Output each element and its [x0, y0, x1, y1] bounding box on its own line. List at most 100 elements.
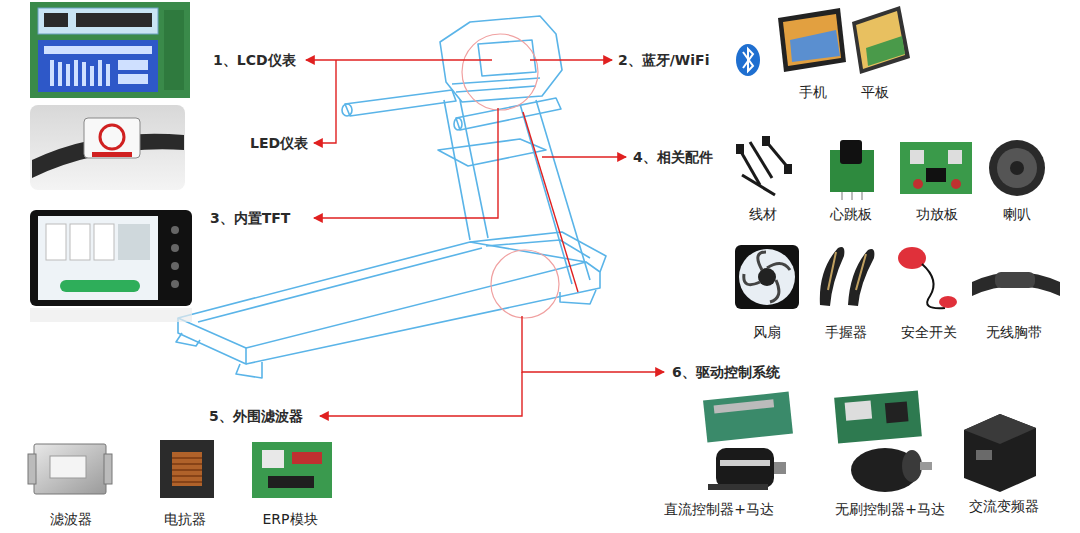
lcd-board-photo: [76, 13, 152, 27]
brushless-motor-image: [902, 450, 922, 482]
leader-line: [314, 60, 336, 143]
reactor-image: [172, 452, 202, 486]
part-caption: 线材: [749, 206, 777, 223]
reactor-image: [160, 440, 214, 498]
part-caption: 滤波器: [50, 511, 92, 528]
ac-inverter-image: [964, 414, 1036, 492]
tablet-image: [852, 6, 910, 74]
lcd-board-photo: [106, 64, 110, 86]
treadmill-drawing: [236, 362, 262, 378]
tft-screen-photo: [171, 244, 179, 252]
dc-motor-image: [716, 448, 774, 488]
part-caption: 风扇: [753, 324, 781, 341]
bluetooth-icon: [736, 44, 760, 76]
tft-screen-photo: [171, 262, 179, 270]
part-caption: 交流变频器: [969, 498, 1039, 515]
treadmill-drawing: [444, 100, 488, 240]
led-console-photo: [30, 105, 185, 190]
dc-controller-image: [703, 392, 793, 443]
dc-motor-image: [774, 462, 786, 474]
treadmill-drawing: [176, 333, 200, 346]
treadmill-drawing: [345, 90, 456, 116]
emi-filter-image: [50, 456, 86, 478]
ac-inverter-image: [976, 450, 992, 460]
callout-label: 5、外围滤波器: [209, 408, 303, 425]
emi-filter-image: [104, 454, 112, 484]
led-console-photo: [100, 125, 124, 149]
dc-motor-image: [720, 460, 770, 466]
part-caption: 功放板: [916, 206, 958, 223]
part-caption: 安全开关: [901, 324, 957, 341]
tft-screen-photo: [30, 210, 192, 306]
lcd-board-photo: [164, 10, 184, 90]
amplifier-board-image: [900, 142, 972, 194]
lcd-board-photo: [90, 66, 94, 86]
part-caption: 喇叭: [1003, 206, 1031, 223]
lcd-board-photo: [118, 74, 148, 84]
treadmill-drawing: [438, 139, 546, 166]
lcd-board-photo: [30, 2, 190, 98]
callout-label: 3、内置TFT: [210, 210, 290, 227]
heart-rate-board-image: [851, 192, 853, 200]
lcd-board-photo: [98, 60, 102, 86]
highlight-circle: [462, 34, 559, 318]
callout-label: 1、LCD仪表: [213, 52, 296, 69]
callout-label: 6、驱动控制系统: [672, 364, 780, 381]
phone-image: [783, 14, 841, 66]
heart-rate-board-image: [841, 192, 843, 200]
amplifier-board-image: [900, 142, 972, 194]
treadmill-drawing: [178, 318, 246, 364]
lcd-board-photo: [38, 40, 158, 92]
treadmill-drawing: [486, 240, 590, 258]
led-console-photo: [30, 105, 185, 190]
part-caption: 电抗器: [164, 511, 206, 528]
brushless-motor-image: [920, 462, 932, 470]
lcd-board-photo: [66, 64, 70, 86]
chest-strap-image: [972, 272, 1060, 296]
cable-image: [736, 136, 792, 174]
lcd-board-photo: [38, 8, 158, 34]
highlight-circle: [491, 250, 559, 318]
leader-line: [306, 59, 492, 60]
speaker-image: [997, 148, 1037, 188]
lcd-board-photo: [58, 62, 62, 86]
treadmill-drawing: [178, 242, 586, 348]
tft-screen-photo: [30, 308, 192, 322]
led-console-photo: [92, 152, 132, 157]
amplifier-board-image: [910, 150, 924, 164]
part-caption: 无线胸带: [986, 324, 1042, 341]
hand-grip-image: [820, 247, 875, 306]
cable-image: [742, 175, 775, 195]
hand-grip-image: [848, 249, 874, 306]
dc-motor-image: [708, 484, 768, 490]
fan-image: [735, 245, 799, 309]
reactor-image: [172, 458, 202, 482]
phone-image: [778, 8, 846, 72]
phone-image: [778, 8, 846, 72]
heart-rate-board-image: [861, 192, 863, 200]
speaker-image: [1010, 161, 1024, 175]
safety-key-image: [898, 247, 926, 269]
treadmill-drawing: [198, 248, 482, 322]
treadmill-drawing: [560, 290, 596, 304]
brushless-controller-image: [885, 401, 909, 423]
amplifier-board-image: [951, 179, 961, 189]
brushless-controller-image: [834, 390, 922, 443]
bluetooth-icon: [736, 44, 760, 76]
reactor-image: [160, 440, 214, 498]
brushless-motor-image: [851, 448, 932, 492]
tablet-image: [866, 36, 905, 66]
lcd-board-photo: [44, 46, 152, 54]
leader-line: [523, 112, 578, 292]
lcd-board-photo: [30, 2, 190, 98]
leader-line: [306, 60, 664, 416]
hand-grip-image: [820, 247, 845, 306]
erp-module-image: [268, 476, 314, 488]
treadmill-drawing: [176, 16, 606, 378]
part-caption: 心跳板: [830, 206, 872, 223]
erp-module-image: [252, 442, 332, 498]
callout-label: 4、相关配件: [633, 149, 713, 166]
fan-image: [739, 249, 795, 305]
